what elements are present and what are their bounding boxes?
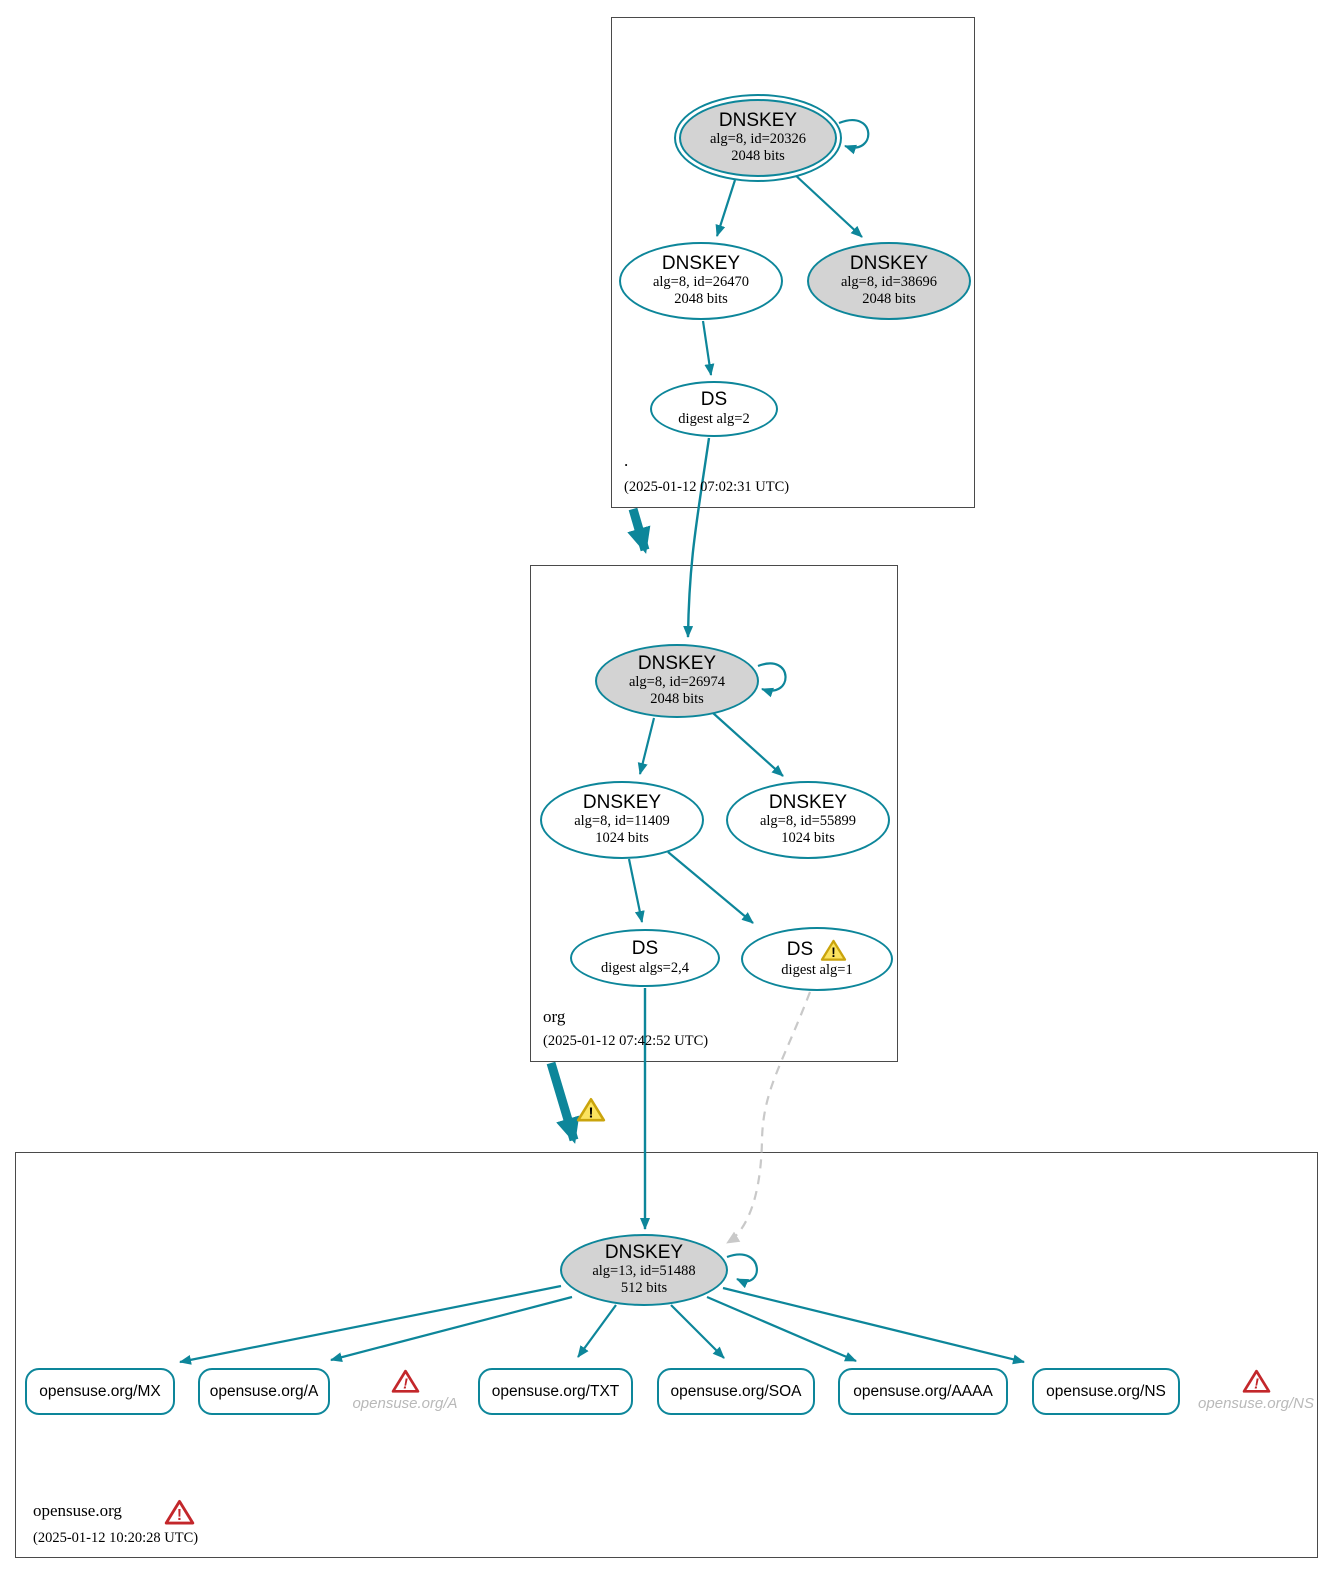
svg-text:!: ! [177,1507,182,1524]
node-root-zsk[interactable]: DNSKEY alg=8, id=26470 2048 bits [619,242,783,320]
svg-text:!: ! [403,1377,408,1393]
svg-text:!: ! [589,1105,594,1122]
node-org-ds-valid[interactable]: DS digest algs=2,4 [570,929,720,987]
node-bits: 2048 bits [862,291,916,308]
node-detail: digest alg=1 [781,961,853,978]
edge-org-dswarn-to-opensuse-dnskey-dashed [726,991,812,1244]
edge-org-zsk1-to-dsvalid [627,858,645,923]
edge-dnskey-to-txt [577,1304,617,1358]
node-title: DS [631,938,659,960]
edge-root-ds-to-org-ksk [683,437,711,638]
node-title: DNSKEY [637,652,717,674]
node-detail: digest alg=2 [678,410,750,427]
node-org-zsk2[interactable]: DNSKEY alg=8, id=55899 1024 bits [726,781,890,859]
node-detail: alg=8, id=26974 [628,674,726,691]
node-detail: alg=8, id=20326 [709,131,807,148]
edge-root-ksk-selfloop [838,119,870,155]
edge-root-ksk-to-key2 [792,172,863,238]
rrset-aaaa[interactable]: opensuse.org/AAAA [838,1368,1008,1415]
error-icon: ! [1242,1369,1270,1393]
zone-box-opensuse [15,1152,1318,1558]
node-bits: 512 bits [620,1280,668,1297]
edge-org-zsk1-to-dswarn [667,851,754,924]
edge-org-ksk-selfloop [757,662,787,698]
node-title: DNSKEY [604,1241,684,1263]
node-title: DNSKEY [768,791,848,813]
zone-label-opensuse: opensuse.org [33,1501,122,1520]
node-root-ksk[interactable]: DNSKEY alg=8, id=20326 2048 bits [674,94,842,182]
zone-box-root [611,17,975,508]
node-bits: 2048 bits [650,691,704,708]
zone-label-root: . [624,451,629,470]
edge-dnskey-to-aaaa [706,1295,857,1363]
rrset-txt[interactable]: opensuse.org/TXT [478,1368,633,1415]
zone-error-icon: ! [164,1499,195,1526]
node-detail: alg=13, id=51488 [592,1263,696,1280]
node-title: DS [700,389,728,411]
edge-dnskey-to-ns [722,1286,1025,1365]
node-bits: 1024 bits [781,830,835,847]
missing-rrset-label: opensuse.org/A [352,1395,458,1412]
node-root-key2[interactable]: DNSKEY alg=8, id=38696 2048 bits [807,242,971,320]
edge-dnskey-to-soa [670,1304,725,1359]
rrset-mx[interactable]: opensuse.org/MX [25,1368,175,1415]
node-detail: alg=8, id=38696 [840,274,938,291]
node-root-ds[interactable]: DS digest alg=2 [650,381,778,437]
svg-text:!: ! [831,945,835,960]
node-detail: alg=8, id=55899 [759,813,857,830]
node-opensuse-dnskey[interactable]: DNSKEY alg=13, id=51488 512 bits [560,1234,728,1306]
node-org-ds-warning[interactable]: DS ! digest alg=1 [741,927,893,991]
edge-root-ksk-to-zsk [715,179,737,237]
rrset-label: opensuse.org/A [209,1382,319,1400]
node-bits: 2048 bits [674,291,728,308]
rrset-ns[interactable]: opensuse.org/NS [1032,1368,1180,1415]
node-title: DNSKEY [849,252,929,274]
svg-text:!: ! [1254,1377,1259,1393]
rrset-label: opensuse.org/AAAA [853,1382,993,1400]
error-icon: ! [391,1369,419,1393]
warning-icon: ! [821,939,847,961]
node-title: DNSKEY [661,252,741,274]
node-org-zsk1[interactable]: DNSKEY alg=8, id=11409 1024 bits [540,781,704,859]
node-detail: digest algs=2,4 [601,959,689,976]
missing-rrset-label: opensuse.org/NS [1198,1395,1314,1412]
missing-rrset-ns[interactable]: ! opensuse.org/NS [1198,1369,1314,1412]
rrset-label: opensuse.org/SOA [670,1382,802,1400]
rrset-label: opensuse.org/NS [1046,1382,1166,1400]
node-bits: 1024 bits [595,830,649,847]
edge-root-zsk-to-ds [701,320,715,376]
rrset-label: opensuse.org/TXT [491,1382,620,1400]
edge-org-ksk-to-zsk1 [637,717,656,775]
edge-org-to-opensuse-delegation [546,1061,580,1144]
node-org-ksk[interactable]: DNSKEY alg=8, id=26974 2048 bits [595,644,759,718]
zone-timestamp-root: (2025-01-12 07:02:31 UTC) [624,479,790,495]
node-detail: alg=8, id=26470 [652,274,750,291]
edge-root-to-org-delegation [627,507,651,554]
edge-dnskey-to-a [330,1295,573,1363]
rrset-a[interactable]: opensuse.org/A [198,1368,330,1415]
rrset-label: opensuse.org/MX [39,1382,161,1400]
zone-timestamp-opensuse: (2025-01-12 10:20:28 UTC) [33,1530,199,1546]
zone-timestamp-org: (2025-01-12 07:42:52 UTC) [543,1033,709,1049]
node-root-ksk-body: DNSKEY alg=8, id=20326 2048 bits [679,99,837,177]
delegation-warning-icon: ! [576,1097,606,1123]
edge-opensuse-dnskey-selfloop [726,1253,758,1289]
node-title: DNSKEY [582,791,662,813]
node-title: DS [786,939,814,961]
node-detail: alg=8, id=11409 [574,813,670,830]
edge-org-ksk-to-zsk2 [712,712,784,777]
node-bits: 2048 bits [731,148,785,165]
missing-rrset-a[interactable]: ! opensuse.org/A [348,1369,462,1412]
rrset-soa[interactable]: opensuse.org/SOA [657,1368,815,1415]
edge-dnskey-to-mx [179,1284,562,1365]
zone-label-org: org [543,1007,566,1026]
zone-box-org [530,565,898,1062]
node-title: DNSKEY [718,109,798,131]
